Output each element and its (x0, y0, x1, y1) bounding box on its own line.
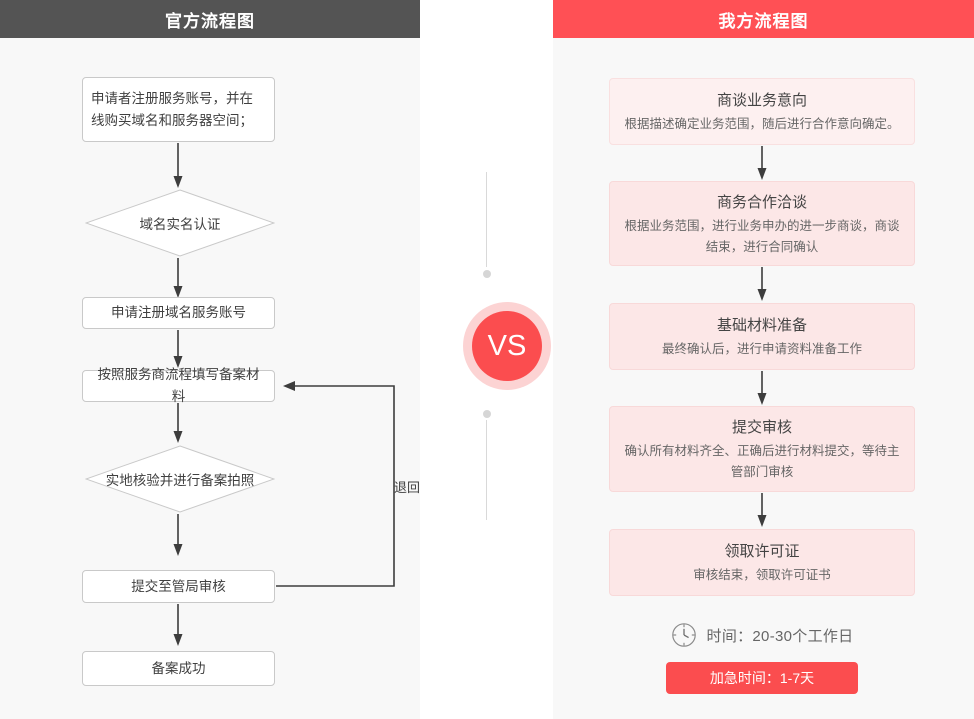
right-arrow-2 (756, 267, 768, 301)
vs-dot-bottom (482, 410, 491, 418)
right-node-get-license-title: 领取许可证 (724, 543, 800, 560)
official-flow-panel: 官方流程图 申请者注册服务账号，并在线购买域名和服务器空间； 域名实名认证 申 (0, 0, 420, 719)
left-arrow-3 (172, 330, 184, 368)
right-arrow-3 (756, 371, 768, 405)
right-arrow-1 (756, 146, 768, 180)
right-node-submit-review-desc: 确认所有材料齐全、正确后进行材料提交，等待主管部门审核 (624, 444, 900, 479)
right-node-submit-review[interactable]: 提交审核 确认所有材料齐全、正确后进行材料提交，等待主管部门审核 (609, 406, 915, 492)
right-node-material-prep[interactable]: 基础材料准备 最终确认后，进行申请资料准备工作 (609, 303, 915, 370)
vs-badge: VS (463, 302, 551, 390)
left-node-domain-realname-label: 域名实名认证 (139, 217, 221, 232)
our-flow-header: 我方流程图 (553, 0, 974, 38)
right-node-business-intent-desc: 根据描述确定业务范围，随后进行合作意向确定。 (624, 117, 900, 131)
right-node-material-prep-desc: 最终确认后，进行申请资料准备工作 (661, 342, 862, 356)
our-flow-panel: 我方流程图 商谈业务意向 根据描述确定业务范围，随后进行合作意向确定。 商务合作… (553, 0, 974, 719)
vs-divider: VS (420, 0, 553, 719)
left-node-apply-domain-account[interactable]: 申请注册域名服务账号 (82, 297, 275, 329)
left-arrow-5 (172, 514, 184, 556)
clock-icon (671, 622, 697, 648)
vs-line-bottom (486, 420, 487, 520)
right-arrow-4 (756, 493, 768, 527)
vs-label: VS (472, 311, 542, 381)
left-arrow-6 (172, 604, 184, 646)
left-return-loop-label: 退回 (394, 480, 421, 495)
left-node-onsite-verify[interactable]: 实地核验并进行备案拍照 (85, 445, 275, 513)
right-node-material-prep-title: 基础材料准备 (716, 317, 807, 334)
urgent-time-button[interactable]: 加急时间：1-7天 (666, 662, 858, 694)
right-node-get-license-desc: 审核结束，领取许可证书 (693, 568, 831, 582)
left-arrow-4 (172, 403, 184, 443)
right-node-business-negotiation-title: 商务合作洽谈 (716, 193, 807, 211)
right-node-business-negotiation-desc: 根据业务范围，进行业务申办的进一步商谈，商谈结束，进行合同确认 (624, 218, 900, 254)
left-node-filing-success[interactable]: 备案成功 (82, 651, 275, 686)
vs-line-top (486, 172, 487, 267)
left-arrow-2 (172, 258, 184, 298)
left-arrow-1 (172, 143, 184, 188)
left-node-register-account[interactable]: 申请者注册服务账号，并在线购买域名和服务器空间； (82, 77, 275, 142)
right-node-submit-review-title: 提交审核 (731, 419, 792, 436)
right-node-business-intent-title: 商谈业务意向 (716, 92, 807, 109)
official-flow-header: 官方流程图 (0, 0, 420, 38)
right-node-business-intent[interactable]: 商谈业务意向 根据描述确定业务范围，随后进行合作意向确定。 (609, 78, 915, 145)
left-node-onsite-verify-label: 实地核验并进行备案拍照 (105, 473, 255, 488)
processing-time-row: 时间：20-30个工作日 (609, 622, 915, 648)
vs-dot-top (482, 270, 491, 278)
left-node-fill-materials[interactable]: 按照服务商流程填写备案材料 (82, 367, 275, 404)
left-node-domain-realname[interactable]: 域名实名认证 (85, 189, 275, 257)
processing-time-text: 时间：20-30个工作日 (706, 627, 854, 645)
right-node-business-negotiation[interactable]: 商务合作洽谈 根据业务范围，进行业务申办的进一步商谈，商谈结束，进行合同确认 (609, 181, 915, 266)
left-node-submit-bureau[interactable]: 提交至管局审核 (82, 570, 275, 603)
right-node-get-license[interactable]: 领取许可证 审核结束，领取许可证书 (609, 529, 915, 596)
